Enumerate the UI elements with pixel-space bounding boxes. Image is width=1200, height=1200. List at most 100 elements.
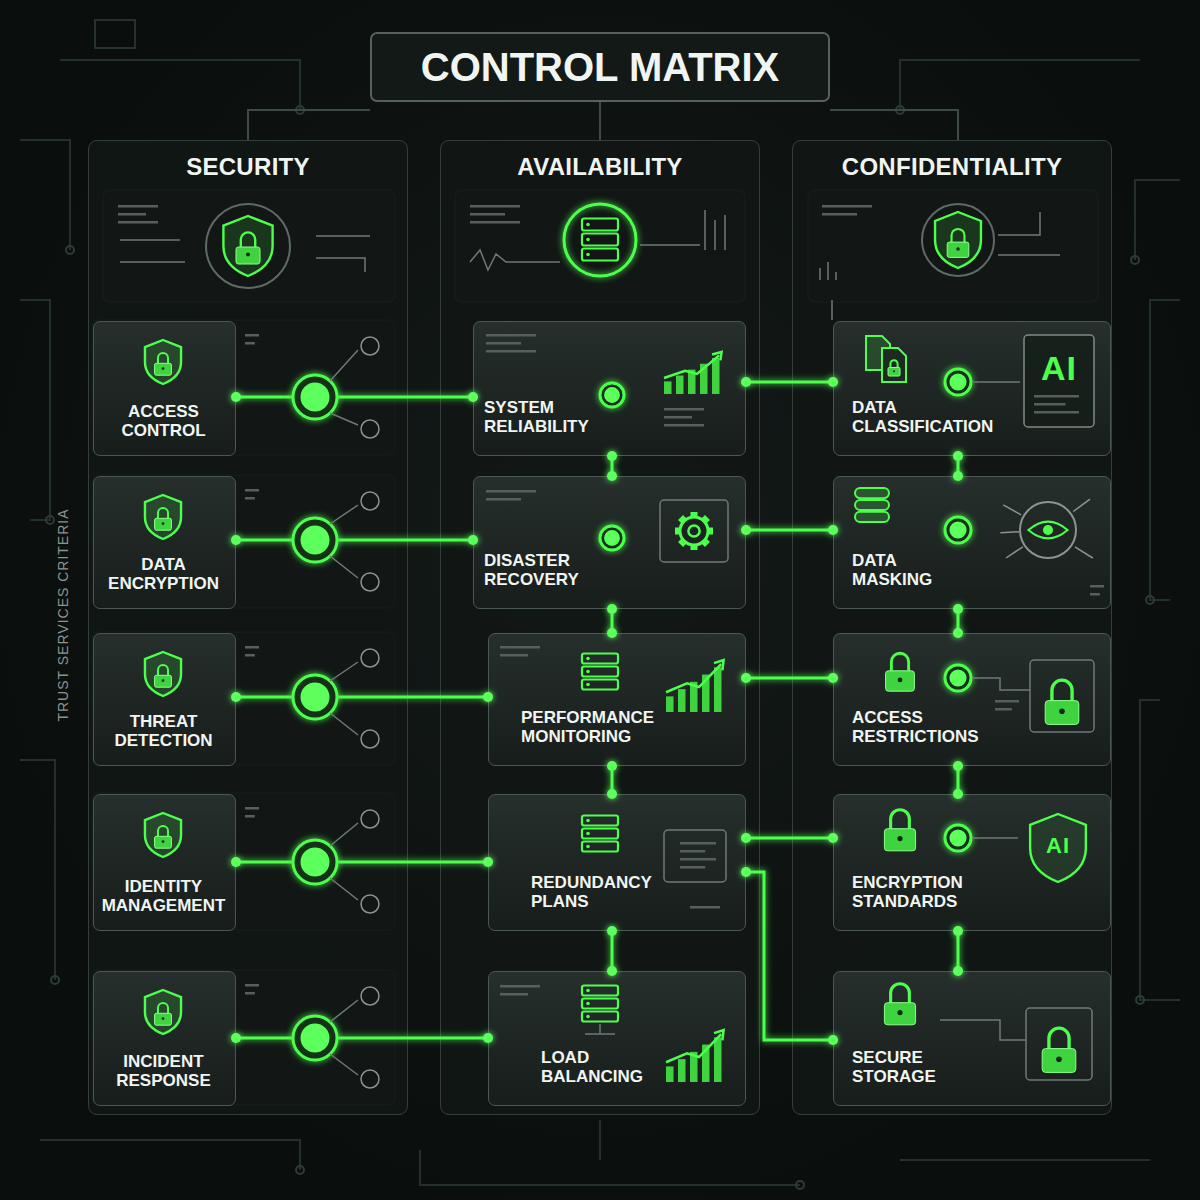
circuit-wire (832, 837, 946, 839)
junction-hub (945, 825, 971, 851)
decor-line (470, 210, 725, 270)
text-placeholder (690, 906, 720, 909)
decor-line (330, 823, 358, 900)
mini-icon (361, 895, 379, 913)
chart-bar (702, 675, 710, 712)
document-icon (866, 336, 906, 382)
lock-icon (884, 984, 915, 1025)
ai-frame (1024, 335, 1094, 427)
text-placeholder (500, 993, 528, 996)
gear-tooth (699, 536, 710, 547)
control-label: DISASTER RECOVERY (484, 551, 579, 590)
server-led (586, 238, 590, 242)
text-placeholder (500, 646, 540, 649)
hub-ring (600, 383, 624, 407)
gear-ring (680, 517, 708, 545)
mini-icon (361, 730, 379, 748)
shield-outline (145, 990, 181, 1034)
circuit-wire (957, 632, 960, 678)
control-label: DATA MASKING (852, 551, 932, 590)
server-unit (582, 842, 618, 852)
side-label: TRUST SERVICES CRITERIA (55, 508, 71, 721)
text-placeholder (500, 654, 528, 657)
hub-core (604, 530, 620, 546)
connector-group (231, 535, 478, 545)
connector-dot (231, 392, 241, 402)
connector (957, 456, 960, 476)
lock-shackle (158, 665, 168, 675)
text-placeholder (245, 646, 259, 649)
circuit-trace (599, 1120, 601, 1160)
text-placeholder (245, 654, 255, 657)
text-placeholder (470, 221, 520, 224)
hub-core (949, 829, 966, 846)
decor-line (820, 212, 1060, 280)
decor-line (585, 1024, 615, 1034)
connector-dot (828, 673, 838, 683)
connector-dot (953, 789, 963, 799)
connector (957, 609, 960, 633)
panel-heading: CONFIDENTIALITY (793, 153, 1111, 181)
circuit-wire (957, 475, 960, 530)
connector-dot (468, 535, 478, 545)
lock-shackle (1052, 680, 1072, 700)
gear-tooth (699, 515, 710, 526)
mini-icon (361, 1070, 379, 1088)
shield-icon (145, 813, 181, 857)
icons (118, 204, 1104, 1088)
trace-pad (1131, 256, 1139, 264)
junction-hub (293, 1016, 337, 1060)
connector-group (741, 525, 838, 535)
criteria-panel: AVAILABILITYSYSTEM RELIABILITYDISASTER R… (440, 140, 760, 1115)
gear-tooth (678, 536, 689, 547)
junction-hub (945, 665, 971, 691)
chart-icon (664, 352, 722, 394)
server-unit (582, 986, 618, 996)
server-unit (582, 219, 618, 231)
lock-shackle (1049, 1028, 1069, 1048)
junction-hub (293, 840, 337, 884)
connector (611, 609, 614, 633)
lock-shackle (158, 353, 168, 363)
connector-dot (741, 867, 751, 877)
connector-group (953, 451, 963, 481)
lock-hole (893, 370, 895, 372)
connector-group (607, 761, 617, 799)
hub-core (300, 682, 329, 711)
lock-hole (162, 367, 165, 370)
text-placeholder (486, 350, 536, 353)
lock-shackle (158, 826, 168, 836)
server-led (586, 223, 590, 227)
eye-icon (1000, 499, 1092, 558)
connector-dot (231, 692, 241, 702)
text-placeholder (680, 858, 716, 861)
chart-bar (714, 1037, 722, 1082)
hub-core (949, 373, 966, 390)
lock-frame (1026, 1008, 1092, 1080)
hub-ring (293, 1016, 337, 1060)
connector-dot (231, 857, 241, 867)
control-label: SECURE STORAGE (852, 1048, 936, 1087)
connector-dot (828, 377, 838, 387)
connector-dot (741, 833, 751, 843)
control-label: INCIDENT RESPONSE (116, 1052, 210, 1091)
server-led (586, 670, 590, 674)
hub-core (300, 1023, 329, 1052)
lock-body (155, 675, 172, 687)
connector-group (607, 451, 617, 481)
connector (746, 872, 833, 1040)
lock-hole (897, 836, 902, 841)
eye-trace (1073, 499, 1090, 511)
lock-shackle (891, 810, 910, 829)
control-card: SECURE STORAGE (833, 971, 1111, 1106)
criteria-panel: CONFIDENTIALITYDATA CLASSIFICATIONDATA M… (792, 140, 1112, 1115)
gear-hub (688, 525, 699, 536)
circuit-wire (832, 529, 946, 531)
text-placeholder (118, 205, 158, 208)
text-placeholder (245, 984, 259, 987)
text-placeholder (664, 416, 692, 419)
junction-hub (945, 517, 971, 543)
hub-ring (293, 675, 337, 719)
connector (236, 1037, 488, 1040)
text-placeholder (486, 490, 536, 493)
